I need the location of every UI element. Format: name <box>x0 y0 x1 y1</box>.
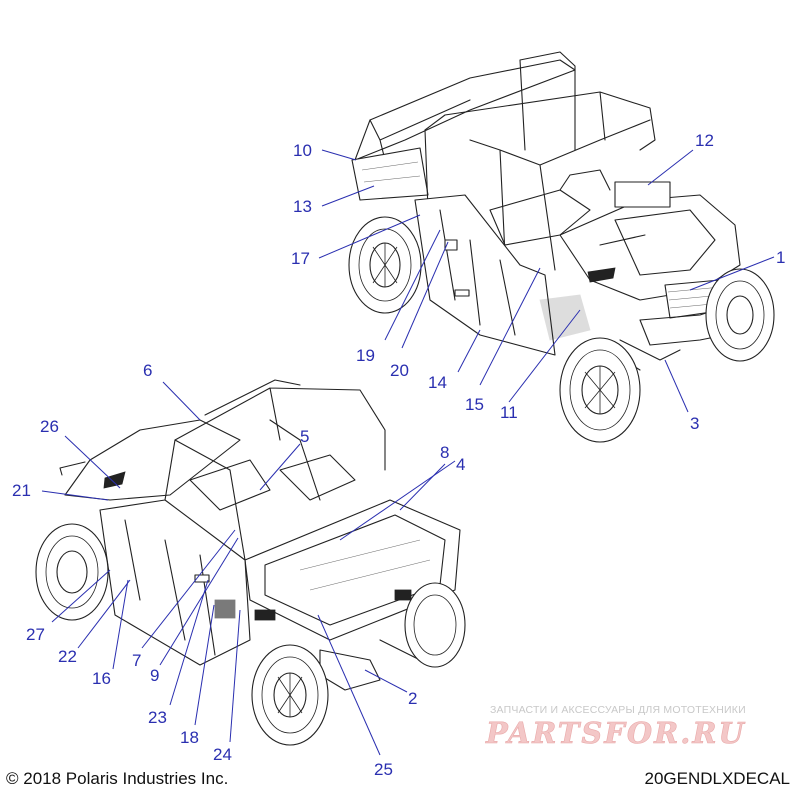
watermark-logo: PARTSFOR.RU <box>486 716 746 751</box>
callout-16: 16 <box>92 669 111 688</box>
callout-labels: 1 2 3 4 5 6 7 8 9 10 11 12 13 14 15 16 1… <box>12 131 785 779</box>
callout-9: 9 <box>150 666 159 685</box>
callout-22: 22 <box>58 647 77 666</box>
rear-left-wheel-lower <box>251 644 329 746</box>
callout-18: 18 <box>180 728 199 747</box>
callout-7: 7 <box>132 651 141 670</box>
copyright-notice: © 2018 Polaris Industries Inc. <box>6 769 229 788</box>
callout-6: 6 <box>143 361 152 380</box>
vehicle-front-view <box>348 51 775 443</box>
rear-right-wheel-lower <box>404 582 466 668</box>
callout-17: 17 <box>291 249 310 268</box>
watermark-tagline: ЗАПЧАСТИ И АКСЕССУАРЫ ДЛЯ МОТОТЕХНИКИ <box>490 704 746 716</box>
callout-2: 2 <box>408 689 417 708</box>
callout-23: 23 <box>148 708 167 727</box>
callout-5: 5 <box>300 427 309 446</box>
callout-26: 26 <box>40 417 59 436</box>
callout-3: 3 <box>690 414 699 433</box>
front-right-wheel <box>705 268 775 362</box>
callout-19: 19 <box>356 346 375 365</box>
callout-12: 12 <box>695 131 714 150</box>
callout-25: 25 <box>374 760 393 779</box>
callout-10: 10 <box>293 141 312 160</box>
rear-left-wheel <box>348 216 422 314</box>
callout-27: 27 <box>26 625 45 644</box>
leader-lines <box>41 149 775 756</box>
vehicle-rear-view <box>35 379 466 746</box>
callout-24: 24 <box>213 745 232 764</box>
callout-13: 13 <box>293 197 312 216</box>
front-left-wheel-lower <box>35 523 109 621</box>
callout-21: 21 <box>12 481 31 500</box>
callout-8: 8 <box>440 443 449 462</box>
callout-20: 20 <box>390 361 409 380</box>
callout-4: 4 <box>456 455 465 474</box>
drawing-id: 20GENDLXDECAL <box>644 769 790 788</box>
front-left-wheel <box>559 337 641 443</box>
callout-1: 1 <box>776 248 785 267</box>
callout-11: 11 <box>500 403 518 422</box>
callout-14: 14 <box>428 373 447 392</box>
callout-15: 15 <box>465 395 484 414</box>
